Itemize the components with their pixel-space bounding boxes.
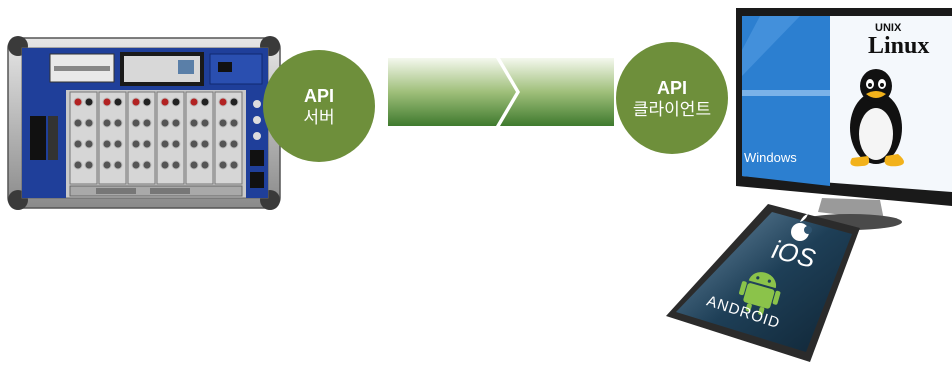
api-client-node: API 클라이언트	[616, 42, 728, 154]
android-robot-icon	[739, 272, 781, 316]
tux-penguin-icon	[850, 69, 904, 167]
unix-label: UNIX	[875, 22, 902, 34]
api-server-node: API 서버	[263, 50, 375, 162]
phone-icon	[666, 204, 860, 362]
api-server-label: 서버	[303, 107, 335, 127]
apple-logo-icon	[791, 214, 812, 241]
data-flow-arrow	[388, 58, 614, 126]
windows-label: Windows	[744, 150, 797, 165]
api-client-label: 클라이언트	[632, 99, 712, 119]
api-client-title: API	[656, 77, 687, 98]
api-server-title: API	[303, 85, 334, 106]
daq-device-icon	[7, 36, 281, 210]
linux-label: Linux	[868, 33, 929, 59]
monitor-icon	[736, 8, 952, 230]
